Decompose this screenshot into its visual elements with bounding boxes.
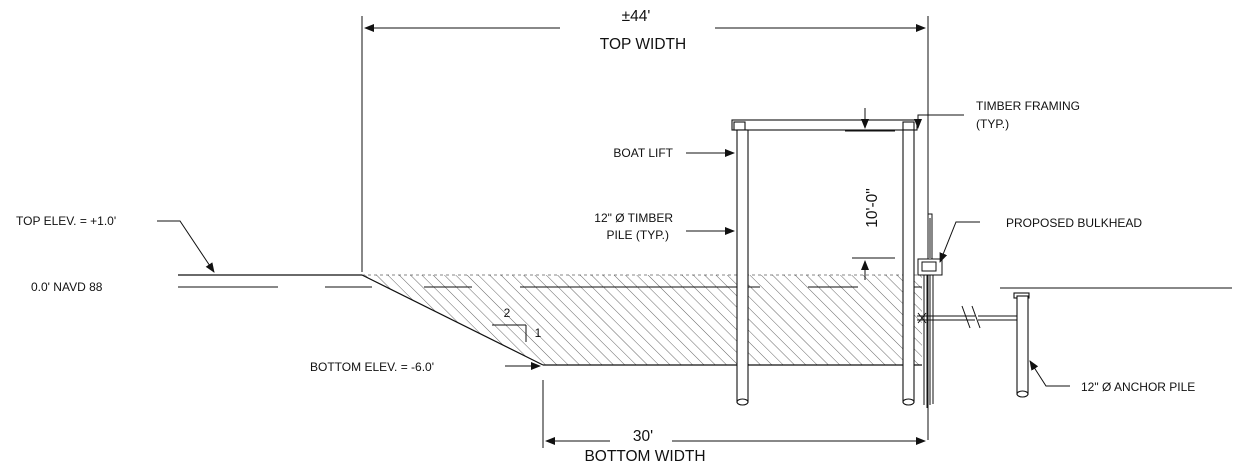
lift-clearance-value: 10'-0" [864, 188, 881, 227]
channel-slope-line [361, 274, 544, 366]
bottom-elev-label: BOTTOM ELEV. = -6.0' [310, 360, 434, 374]
proposed-bulkhead-label: PROPOSED BULKHEAD [1006, 216, 1142, 230]
timber-framing-label-line2: (TYP.) [976, 117, 1009, 131]
bulkhead-leader [939, 221, 980, 263]
top-elev-label: TOP ELEV. = +1.0' [16, 214, 116, 228]
slope-run-label: 2 [504, 306, 511, 320]
leader-lines [157, 114, 1070, 387]
boat-lift-structure [731, 119, 918, 406]
timber-pile-right [902, 129, 915, 403]
bottom-width-value: 30' [633, 428, 653, 445]
dredge-channel-hatch [362, 275, 922, 365]
top-elev-leader [157, 220, 215, 273]
anchor-pile-label: 12" Ø ANCHOR PILE [1081, 380, 1195, 394]
boat-lift-label: BOAT LIFT [613, 146, 673, 160]
timber-framing-leader [914, 114, 964, 129]
top-width-value: ±44' [622, 8, 651, 25]
timber-pile-label-line2: PILE (TYP.) [607, 228, 669, 242]
bulkhead-structure [917, 213, 1022, 408]
bottom-width-dimension [542, 380, 926, 448]
timber-framing-label-line1: TIMBER FRAMING [976, 99, 1080, 113]
navd-label: 0.0' NAVD 88 [31, 280, 103, 294]
slope-rise-label: 1 [535, 326, 542, 340]
top-width-label: TOP WIDTH [600, 36, 686, 53]
timber-pile-label-line1: 12" Ø TIMBER [594, 211, 673, 225]
timber-pile-left [736, 129, 749, 403]
anchor-pile-leader [1029, 360, 1070, 387]
lift-clearance-dimension [845, 108, 895, 280]
slope-indicator [492, 324, 527, 342]
bottom-width-label: BOTTOM WIDTH [584, 448, 705, 465]
anchor-pile [1013, 292, 1030, 398]
lift-beam [731, 119, 918, 131]
